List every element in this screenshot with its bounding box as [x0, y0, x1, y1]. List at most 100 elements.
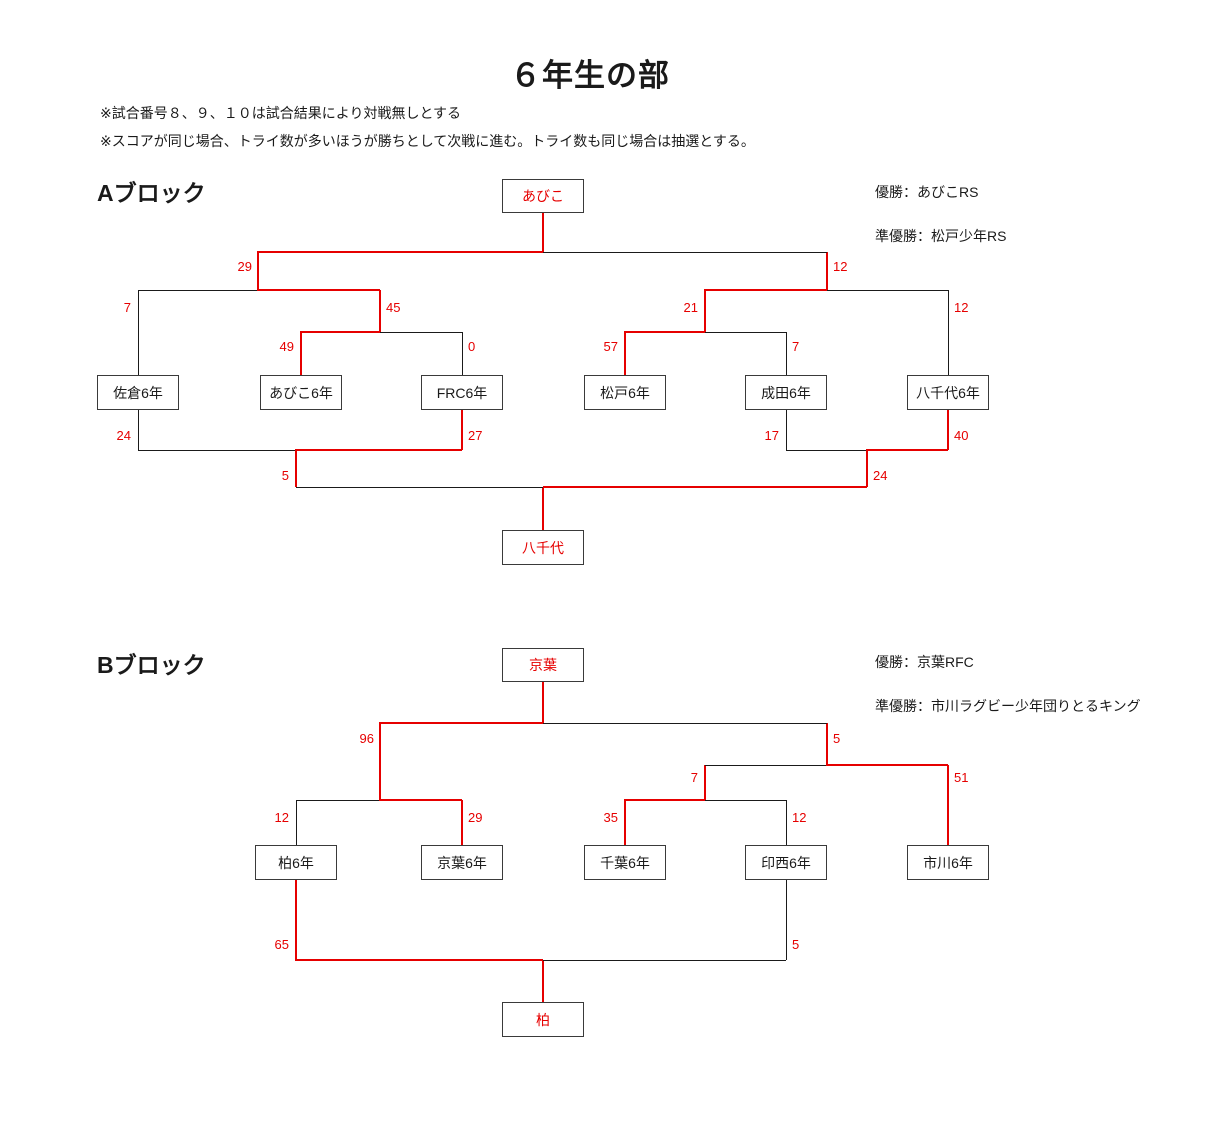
bracket-line [786, 450, 867, 451]
score-label: 57 [603, 339, 618, 354]
bracket-line [947, 765, 949, 845]
block-a-consolation-box: 八千代 [502, 530, 584, 565]
score-label: 27 [468, 428, 483, 443]
score-label: 40 [954, 428, 969, 443]
bracket-line [138, 290, 139, 375]
bracket-line [826, 723, 828, 765]
bracket-line [826, 252, 828, 290]
score-label: 7 [123, 300, 131, 315]
bracket-line [704, 289, 827, 291]
bracket-line [543, 486, 867, 488]
bracket-line [295, 880, 297, 960]
bracket-line [257, 252, 259, 290]
score-label: 5 [281, 468, 289, 483]
score-label: 7 [690, 770, 698, 785]
score-label: 35 [603, 810, 618, 825]
score-label: 7 [792, 339, 800, 354]
bracket-line [542, 682, 544, 723]
bracket-line [300, 331, 380, 333]
bracket-line [705, 765, 827, 766]
team-box-keiyo6: 京葉6年 [421, 845, 503, 880]
block-b-consolation-box: 柏 [502, 1002, 584, 1037]
bracket-line [379, 723, 381, 800]
bracket-line [624, 331, 705, 333]
bracket-line [624, 800, 626, 845]
bracket-line [296, 487, 543, 488]
bracket-line [705, 800, 786, 801]
score-label: 5 [833, 731, 841, 746]
score-label: 12 [954, 300, 969, 315]
bracket-line [295, 450, 297, 487]
bracket-line [826, 764, 948, 766]
bracket-line [380, 332, 462, 333]
block-b-runnerup-note: 準優勝：市川ラグビー少年団りとるキング [875, 698, 1141, 714]
bracket-line [461, 800, 463, 845]
bracket-line [948, 290, 949, 375]
bracket-line [257, 251, 543, 253]
bracket-line [866, 450, 868, 487]
score-label: 12 [274, 810, 289, 825]
score-label: 96 [359, 731, 374, 746]
score-label: 51 [954, 770, 969, 785]
bracket-line [786, 800, 787, 845]
bracket-line [543, 723, 827, 724]
block-a-champion-note: 優勝：あびこRS [875, 184, 979, 200]
note-line-2: ※スコアが同じ場合、トライ数が多いほうが勝ちとして次戦に進む。トライ数も同じ場合… [100, 133, 755, 149]
bracket-line [827, 290, 948, 291]
bracket-line [461, 410, 463, 450]
score-label: 5 [792, 937, 800, 952]
score-label: 65 [274, 937, 289, 952]
team-box-kashiwa6: 柏6年 [255, 845, 337, 880]
bracket-line [379, 799, 462, 801]
score-label: 29 [468, 810, 483, 825]
score-label: 0 [468, 339, 476, 354]
bracket-line [947, 410, 949, 450]
team-box-ichikawa6: 市川6年 [907, 845, 989, 880]
team-box-chiba6: 千葉6年 [584, 845, 666, 880]
bracket-line [704, 290, 706, 332]
bracket-line [624, 799, 705, 801]
bracket-line [295, 449, 462, 451]
team-box-matsudo6: 松戸6年 [584, 375, 666, 410]
block-b-label: Bブロック [97, 652, 206, 678]
bracket-line [296, 800, 297, 845]
bracket-line [705, 332, 786, 333]
team-box-sakura: 佐倉6年 [97, 375, 179, 410]
block-b-champion-box: 京葉 [502, 648, 584, 682]
block-a-runnerup-note: 準優勝：松戸少年RS [875, 228, 1007, 244]
bracket-line [138, 290, 258, 291]
score-label: 21 [683, 300, 698, 315]
bracket-line [296, 800, 380, 801]
bracket-line [379, 290, 381, 332]
bracket-line [379, 722, 543, 724]
page-title: ６年生の部 [510, 58, 670, 93]
block-b-champion-note: 優勝：京葉RFC [875, 654, 974, 670]
team-box-abiko6: あびこ6年 [260, 375, 342, 410]
team-box-yachiyo6: 八千代6年 [907, 375, 989, 410]
score-label: 12 [792, 810, 807, 825]
bracket-line [543, 252, 827, 253]
bracket-line [300, 332, 302, 375]
bracket-line [786, 332, 787, 375]
bracket-line [786, 880, 787, 960]
bracket-line [542, 960, 544, 1002]
score-label: 45 [386, 300, 401, 315]
bracket-line [257, 289, 380, 291]
bracket-line [462, 332, 463, 375]
score-label: 17 [764, 428, 779, 443]
bracket-line [542, 213, 544, 252]
team-box-frc6: FRC6年 [421, 375, 503, 410]
block-a-label: Aブロック [97, 180, 206, 206]
score-label: 12 [833, 259, 848, 274]
note-line-1: ※試合番号８、９、１０は試合結果により対戦無しとする [100, 105, 462, 121]
bracket-line [138, 450, 296, 451]
bracket-line [866, 449, 948, 451]
score-label: 49 [279, 339, 294, 354]
score-label: 29 [237, 259, 252, 274]
score-label: 24 [116, 428, 131, 443]
bracket-line [542, 487, 544, 530]
team-box-inzai6: 印西6年 [745, 845, 827, 880]
block-a-champion-box: あびこ [502, 179, 584, 213]
bracket-line [543, 960, 786, 961]
